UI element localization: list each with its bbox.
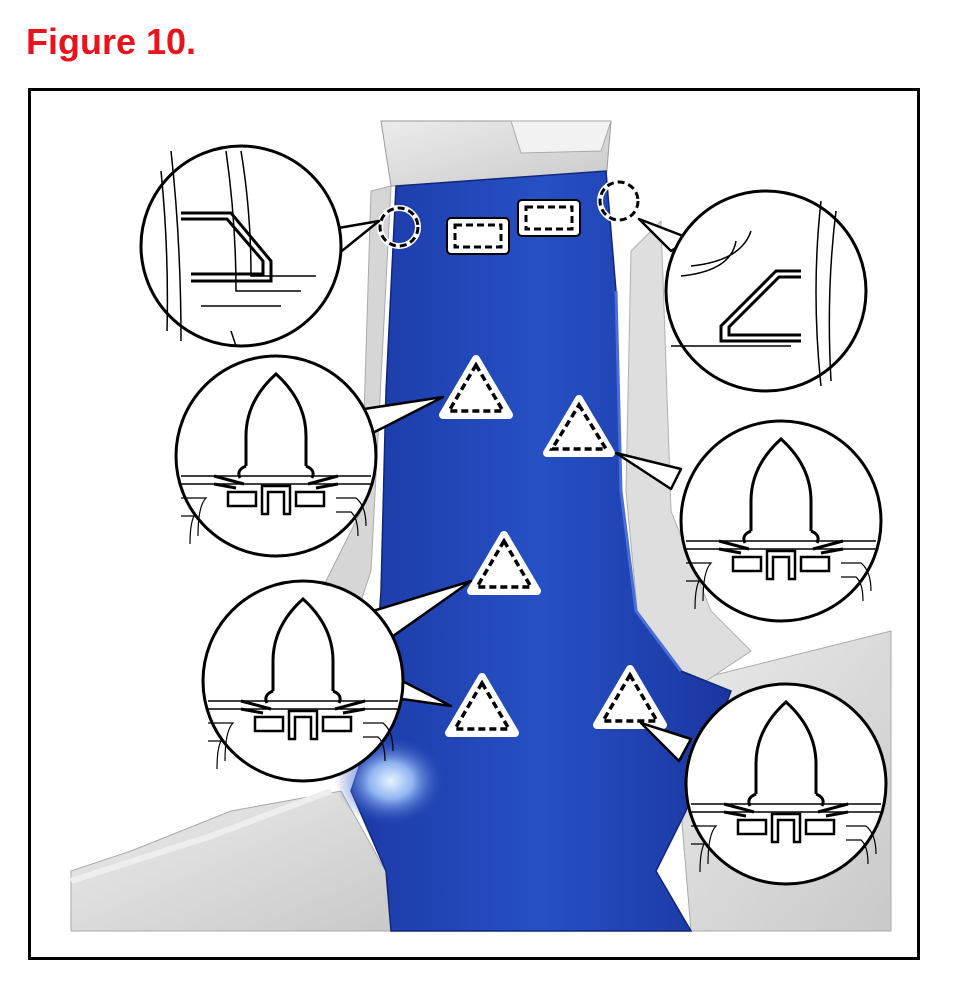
clip-marker-2 xyxy=(543,395,615,457)
pillar-trim-diagram xyxy=(70,120,892,932)
guide-tab-icon xyxy=(671,200,837,387)
pillar-upper-inner xyxy=(510,120,612,154)
sill-edge xyxy=(70,788,333,884)
callout-clip-4 xyxy=(684,682,888,886)
clip-marker-5 xyxy=(593,665,667,729)
clip-marker-3 xyxy=(467,531,541,595)
tab-marker-1 xyxy=(446,217,510,255)
location-markers xyxy=(377,179,667,737)
figure-frame xyxy=(28,88,920,960)
trim-panel-edge-highlight xyxy=(614,290,683,672)
clip-marker-4 xyxy=(445,673,519,737)
callout-clip-3 xyxy=(201,579,405,783)
guide-tab-bracket xyxy=(719,269,801,343)
right-recess xyxy=(625,219,752,692)
callout-guide-tab-right xyxy=(664,189,868,393)
callout-clip-2 xyxy=(679,419,883,623)
lower-sill-left xyxy=(70,790,392,932)
guide-tab-bracket xyxy=(181,211,273,283)
figure-title: Figure 10. xyxy=(26,21,197,62)
callout-guide-tab-left xyxy=(139,144,343,348)
clip-marker-1 xyxy=(439,355,513,419)
callout-clip-1 xyxy=(174,354,378,558)
tab-marker-2 xyxy=(517,199,581,237)
